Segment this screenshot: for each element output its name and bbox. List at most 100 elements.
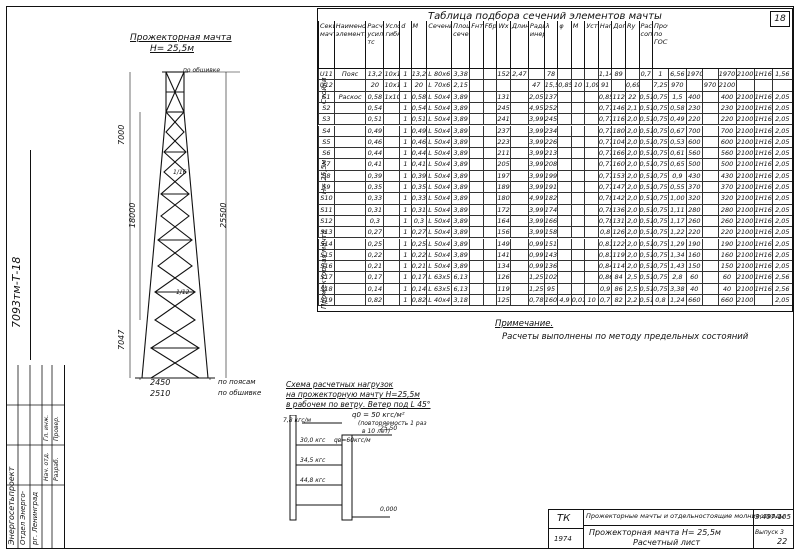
table-cell: S19 [318,295,334,306]
table-cell: L 50x4 [426,193,451,204]
table-cell [383,193,399,204]
table-cell: 2,05 [771,261,792,272]
table-cell: 0,9 [667,170,686,181]
table-cell [557,261,571,272]
table-cell: 131 [611,215,625,227]
table-cell: 3,99 [527,182,544,193]
table-cell: 2,47 [509,69,528,80]
table-cell: 2,0 [624,148,639,159]
table-cell: 1,25 [527,272,544,283]
table-cell: 0,85 [557,80,571,91]
table-cell [509,215,528,227]
table-cell: 0,55 [667,182,686,193]
table-cell: 0,51 [638,295,652,306]
table-cell: 3,99 [527,148,544,159]
section-table: Таблица подбора сечений элементов мачты … [317,8,793,312]
title-block: ТК 1974 Прожекторные мачты и отдельносто… [548,509,794,549]
table-cell [557,182,571,193]
table-cell: 260 [685,215,702,227]
table-cell: 2,05 [771,215,792,227]
table-cell: 0,3 [410,215,427,227]
table-cell: 0,51 [638,261,652,272]
table-cell: 158 [543,227,558,238]
table-cell [509,272,528,283]
scheme-wind: q0 = 50 кгс/м² [352,411,405,419]
table-cell: 3,99 [527,114,544,125]
table-cell [570,261,585,272]
table-cell: 0,78 [597,204,611,215]
table-cell: 0,75 [652,114,668,125]
table-cell: 2100 [735,283,754,294]
table-cell [701,215,718,227]
table-cell: 2,1 [624,102,639,114]
table-cell: 970 [667,80,686,91]
table-cell: 0,75 [652,261,668,272]
table-cell: 3,89 [451,249,469,261]
table-cell: 1Н16 [753,249,772,261]
table-cell: 2,05 [771,193,792,204]
table-cell: 0,51 [638,170,652,181]
table-cell [584,283,598,294]
table-cell: 0,14 [365,283,383,294]
table-cell [333,114,366,125]
table-cell: 1Н16 [753,159,772,170]
scheme-label-2: 30,0 кгс [300,437,326,444]
table-cell [584,215,598,227]
table-cell: 60 [685,272,702,283]
table-cell: 1Н16 [753,125,772,136]
table-cell: 0,21 [365,261,383,272]
table-cell: 1 [399,249,410,261]
table-cell: S14 [318,238,334,249]
header-cell: Наименование элемента [333,21,365,68]
table-cell: 0,41 [365,159,383,170]
table-cell: 2,0 [624,114,639,125]
table-cell: 3,38 [451,69,469,80]
scheme-label-4: 34,5 кгс [300,457,326,464]
table-cell: Пояс [333,69,366,80]
table-cell: 1 [399,272,410,283]
table-cell: 160 [717,249,736,261]
table-cell: 3,99 [527,215,544,227]
table-cell: 0,53 [667,136,686,148]
table-cell: 0,33 [410,193,427,204]
table-cell: 0,35 [365,182,383,193]
table-cell [557,148,571,159]
table-cell: S8 [318,170,334,181]
table-cell: 102 [543,272,558,283]
side-code: 7093тм-Т-18 [10,256,23,328]
table-cell: 150 [685,261,702,272]
table-cell [509,295,528,306]
table-cell [701,182,718,193]
table-cell [469,238,483,249]
side-stamp-lower: Энергосетьпроект Отдел Энерго- рг. Ленин… [6,365,65,549]
table-cell [383,238,399,249]
header-cell: Напряжения [597,21,611,68]
table-cell: 180 [496,193,510,204]
table-cell: 160 [611,159,625,170]
table-cell [557,193,571,204]
dim-7047: 7047 [117,329,126,350]
table-cell [557,125,571,136]
table-cell: 137 [543,91,558,102]
table-cell: L 50x4 [426,148,451,159]
side-stamp-upper: 7093тм-Т-18 [6,150,31,360]
table-cell [509,204,528,215]
table-cell [557,102,571,114]
table-cell: 0,33 [365,193,383,204]
table-cell: 84 [611,272,625,283]
table-cell: 1,29 [667,238,686,249]
table-cell: 153 [611,170,625,181]
table-cell: 160 [685,249,702,261]
table-cell: 1 [399,204,410,215]
table-cell [570,91,585,102]
table-cell: 0,99 [527,238,544,249]
table-cell: 234 [543,125,558,136]
table-cell: 0,65 [667,159,686,170]
table-cell: L 40x4 [426,295,451,306]
table-cell: 2,5 [624,283,639,294]
table-cell: 1Н16 [753,272,772,283]
table-cell: 2,05 [771,125,792,136]
scheme-label-7: 25,50 [380,425,398,432]
table-cell: 2,2 [624,295,639,306]
